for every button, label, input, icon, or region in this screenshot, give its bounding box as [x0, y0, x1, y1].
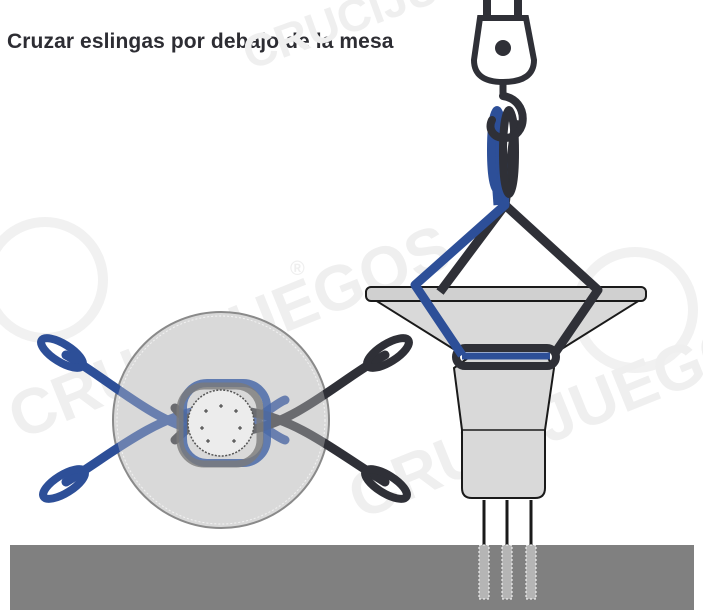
choker-ring — [452, 344, 560, 370]
hook-icon — [470, 0, 538, 143]
table-top-view — [37, 311, 413, 529]
watermark-registered-mark: ® — [290, 258, 305, 280]
caption-text: Cruzar eslingas por debajo de la mesa — [7, 30, 394, 53]
dark-eye-top — [363, 334, 413, 372]
table-top-funnel — [371, 299, 644, 351]
column-ring-dark — [176, 382, 264, 468]
blue-eye-bottom — [39, 465, 89, 503]
anchor-bolt-marks — [200, 404, 242, 443]
sling-eye-dark — [499, 106, 519, 198]
anchor-bolts — [478, 500, 537, 600]
dark-eye-bottom — [361, 465, 411, 503]
ground-slab — [10, 545, 694, 610]
table-top-rim — [365, 286, 647, 302]
table-side-view — [365, 106, 647, 600]
blue-eye-top — [37, 334, 87, 372]
column-base — [187, 389, 255, 457]
watermark-logo-left — [0, 217, 108, 343]
column-body — [452, 357, 556, 499]
